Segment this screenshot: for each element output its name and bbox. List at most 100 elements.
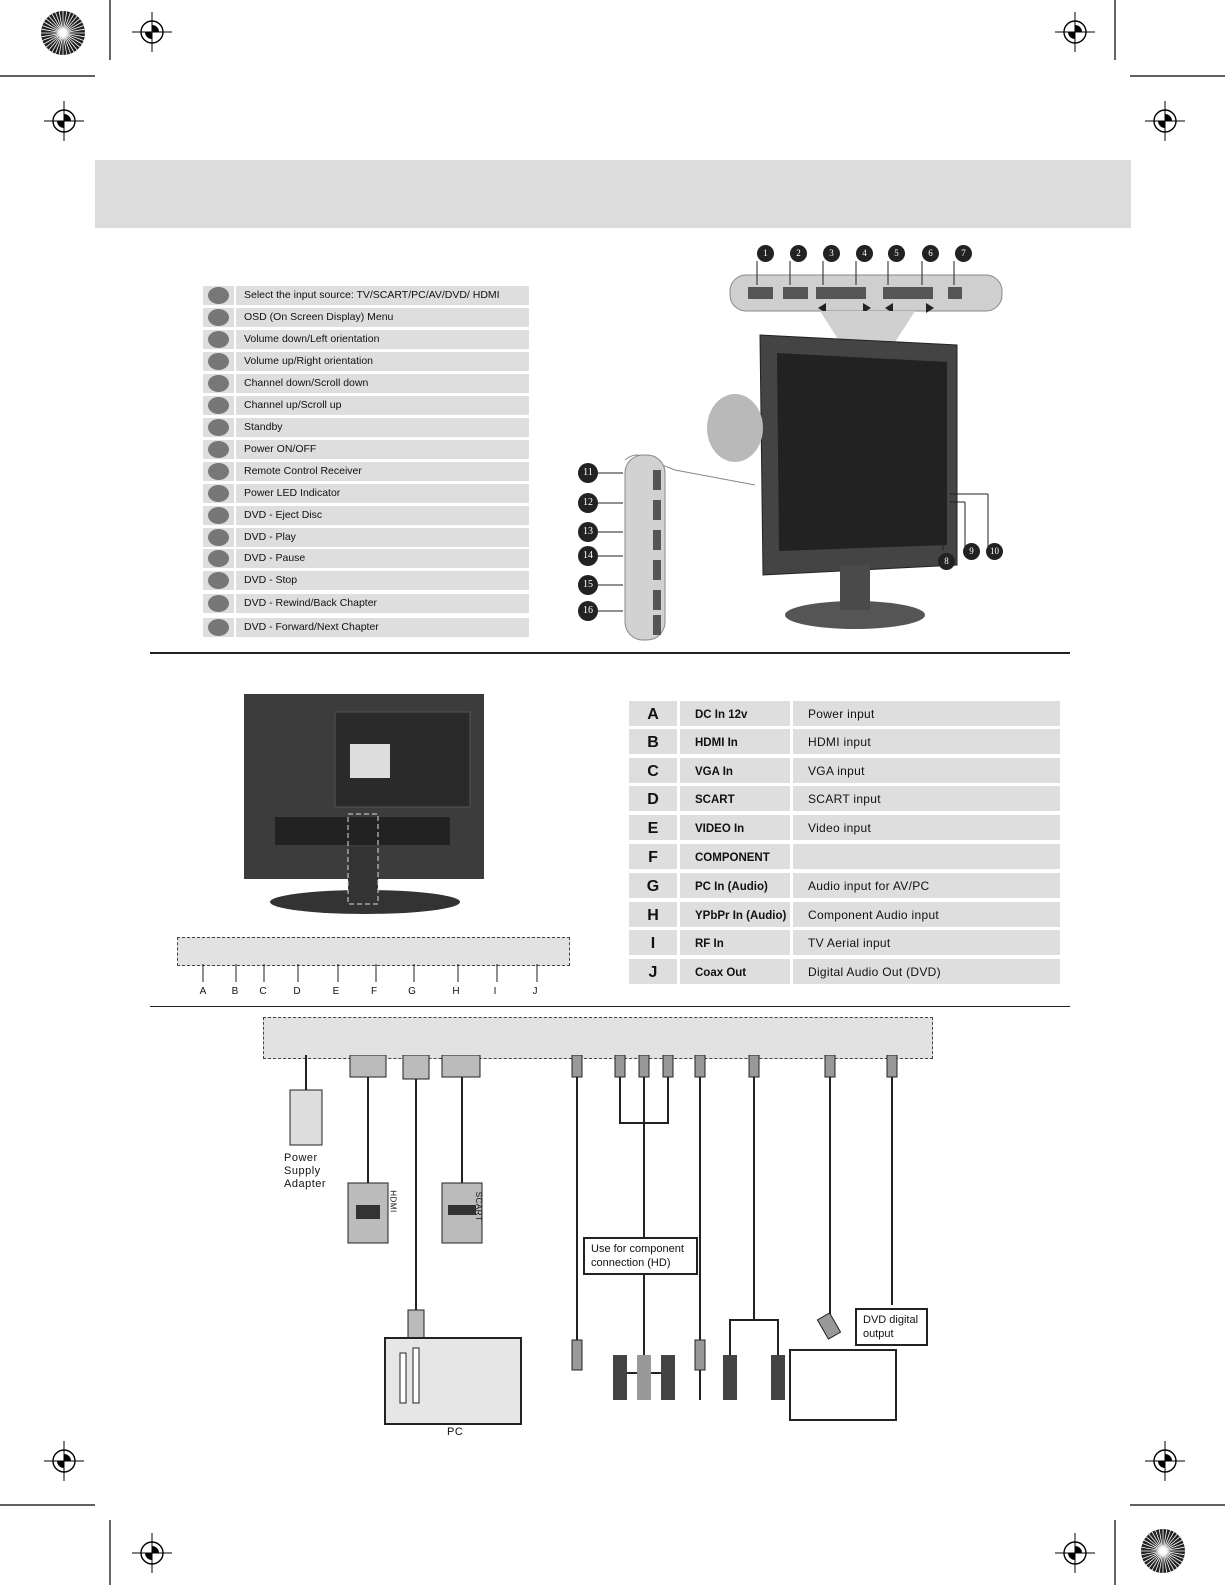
control-row: Channel up/Scroll up — [203, 396, 529, 415]
control-label: Channel up/Scroll up — [236, 396, 529, 415]
connector-strip — [263, 1017, 933, 1059]
callout-number: 10 — [986, 543, 1003, 560]
control-label: Standby — [236, 418, 529, 437]
connection-name: COMPONENT — [680, 844, 790, 869]
port-letter: I — [493, 986, 497, 997]
control-label: DVD - Eject Disc — [236, 506, 529, 525]
bullet-icon — [208, 309, 229, 326]
control-row: Volume up/Right orientation — [203, 352, 529, 371]
connection-id: D — [629, 786, 677, 811]
connection-desc: Digital Audio Out (DVD) — [793, 959, 1060, 984]
callout-number: 13 — [578, 522, 598, 542]
port-letter: D — [293, 986, 301, 997]
bullet-icon — [208, 463, 229, 480]
control-row: OSD (On Screen Display) Menu — [203, 308, 529, 327]
pc-caption: PC — [447, 1426, 464, 1438]
control-label: Remote Control Receiver — [236, 462, 529, 481]
callout-number: 2 — [790, 245, 807, 262]
port-letter: G — [408, 986, 416, 997]
port-strip — [177, 937, 570, 966]
control-row: DVD - Pause — [203, 549, 529, 568]
callout-number: 8 — [938, 553, 955, 570]
crosshair-icon — [1145, 1441, 1185, 1481]
callout-number: 5 — [888, 245, 905, 262]
power-supply-caption: Power Supply Adapter — [284, 1152, 327, 1190]
connection-name: YPbPr In (Audio) — [680, 902, 790, 927]
control-label: Volume up/Right orientation — [236, 352, 529, 371]
port-letter: A — [199, 986, 207, 997]
bullet-icon — [208, 572, 229, 589]
bullet-icon — [208, 595, 229, 612]
bullet-icon — [208, 507, 229, 524]
tv-back-illustration — [244, 694, 484, 914]
callout-number: 14 — [578, 546, 598, 566]
bullet-icon — [208, 353, 229, 370]
bullet-icon — [208, 375, 229, 392]
bullet-icon — [208, 287, 229, 304]
bullet-icon — [208, 529, 229, 546]
connection-desc — [793, 844, 1060, 869]
control-row: Volume down/Left orientation — [203, 330, 529, 349]
control-row: DVD - Stop — [203, 571, 529, 590]
port-letter: F — [370, 986, 378, 997]
callout-number: 4 — [856, 245, 873, 262]
bullet-icon — [208, 550, 229, 567]
control-label: DVD - Rewind/Back Chapter — [236, 594, 529, 613]
crosshair-icon — [1145, 101, 1185, 141]
port-letter: C — [259, 986, 267, 997]
callout-number: 11 — [578, 463, 598, 483]
scart-plug-label: SCART — [474, 1191, 484, 1222]
component-note: Use for component connection (HD) — [583, 1237, 698, 1275]
control-label: DVD - Play — [236, 528, 529, 547]
connection-id: F — [629, 844, 677, 869]
connection-id: E — [629, 815, 677, 840]
crosshair-icon — [1055, 1533, 1095, 1573]
control-row: DVD - Rewind/Back Chapter — [203, 594, 529, 613]
connection-name: VIDEO In — [680, 815, 790, 840]
callout-number: 16 — [578, 601, 598, 621]
port-leaders — [202, 964, 538, 982]
hdmi-plug-label: HDMI — [388, 1190, 398, 1213]
crosshair-icon — [1055, 12, 1095, 52]
bullet-icon — [208, 619, 229, 636]
connection-id: C — [629, 758, 677, 783]
bullet-icon — [208, 419, 229, 436]
callout-number: 15 — [578, 575, 598, 595]
connection-desc: HDMI input — [793, 729, 1060, 754]
control-label: Power ON/OFF — [236, 440, 529, 459]
bullet-icon — [208, 331, 229, 348]
connection-id: A — [629, 701, 677, 726]
control-label: OSD (On Screen Display) Menu — [236, 308, 529, 327]
crosshair-icon — [44, 1441, 84, 1481]
connection-id: G — [629, 873, 677, 898]
port-letter: J — [532, 986, 538, 997]
cable-diagram — [289, 1055, 898, 1425]
connection-desc: TV Aerial input — [793, 930, 1060, 955]
connection-desc: Power input — [793, 701, 1060, 726]
crosshair-icon — [132, 1533, 172, 1573]
control-row: DVD - Eject Disc — [203, 506, 529, 525]
control-label: Select the input source: TV/SCART/PC/AV/… — [236, 286, 529, 305]
bullet-icon — [208, 397, 229, 414]
connection-name: HDMI In — [680, 729, 790, 754]
dvd-digital-note: DVD digital output — [855, 1308, 928, 1346]
callout-number: 1 — [757, 245, 774, 262]
connection-desc: SCART input — [793, 786, 1060, 811]
connection-desc: VGA input — [793, 758, 1060, 783]
control-row: DVD - Forward/Next Chapter — [203, 618, 529, 637]
control-row: Power ON/OFF — [203, 440, 529, 459]
connection-desc: Audio input for AV/PC — [793, 873, 1060, 898]
sunburst-icon-tl — [41, 11, 85, 55]
crosshair-icon — [132, 12, 172, 52]
control-label: Channel down/Scroll down — [236, 374, 529, 393]
